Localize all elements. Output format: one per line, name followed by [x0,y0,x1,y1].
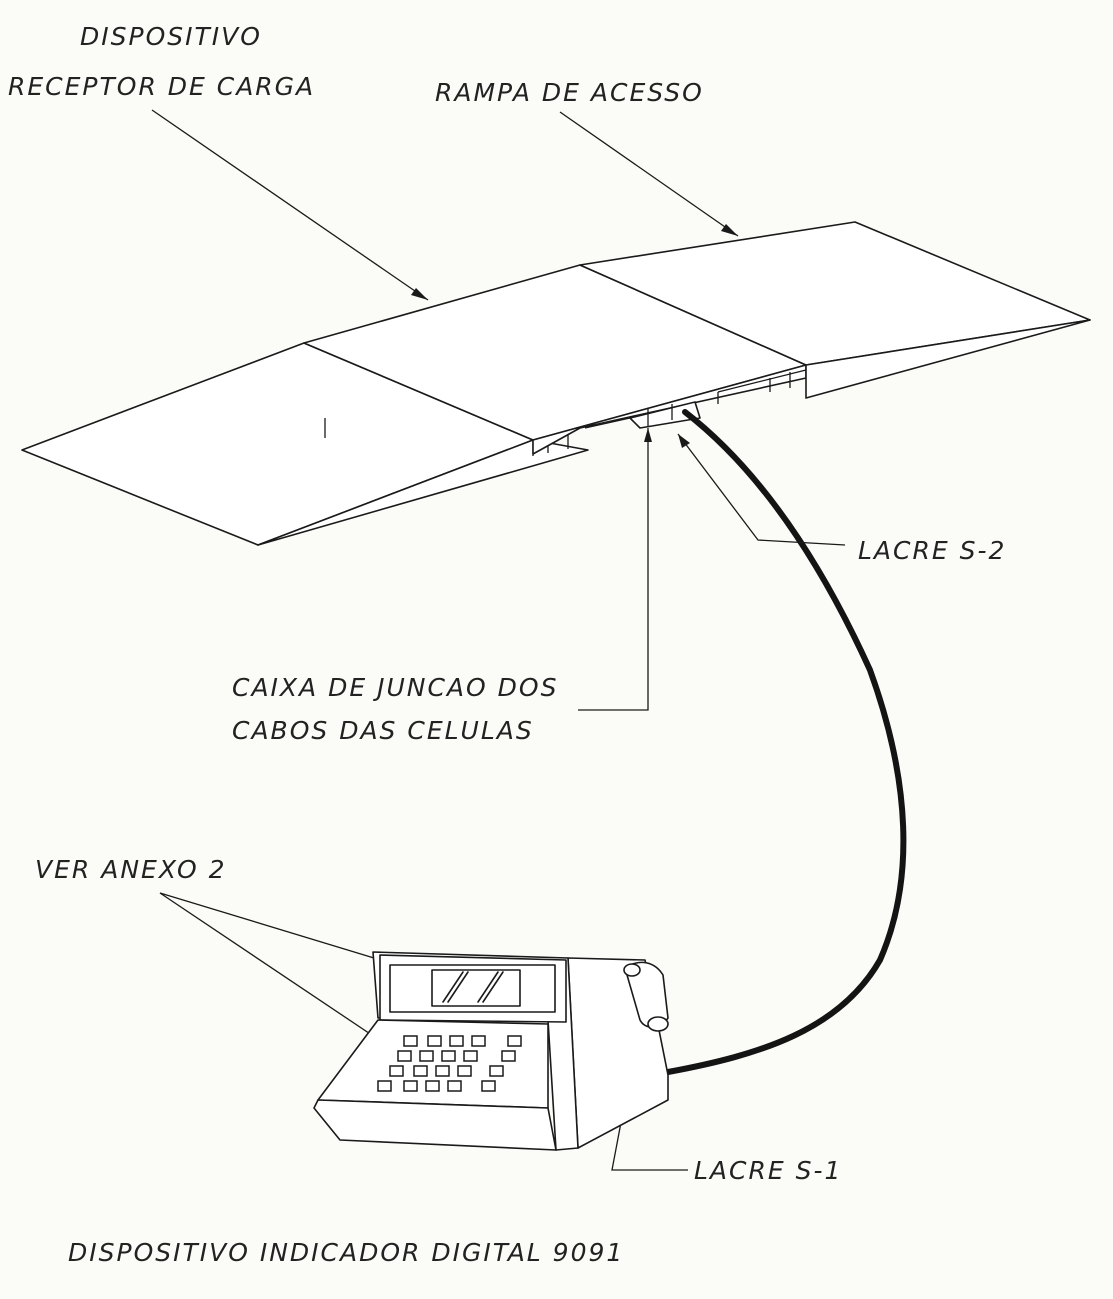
right-access-ramp [579,221,1091,404]
label-lacre-s1: LACRE S-1 [694,1156,843,1185]
label-lacre-s2: LACRE S-2 [858,536,1007,565]
label-rampa-de-acesso: RAMPA DE ACESSO [435,78,704,107]
load-cell-cable [665,409,907,1075]
digital-indicator [313,951,669,1151]
label-caixa-line1: CAIXA DE JUNCAO DOS [232,673,559,702]
label-caixa-line2: CABOS DAS CELULAS [232,716,534,745]
label-indicador-digital: DISPOSITIVO INDICADOR DIGITAL 9091 [68,1238,625,1267]
label-dispositivo: DISPOSITIVO [80,22,262,51]
keypad [377,1035,522,1092]
label-ver-anexo-2: VER ANEXO 2 [35,855,227,884]
label-receptor-de-carga: RECEPTOR DE CARGA [8,72,316,101]
junction-box [629,401,701,429]
